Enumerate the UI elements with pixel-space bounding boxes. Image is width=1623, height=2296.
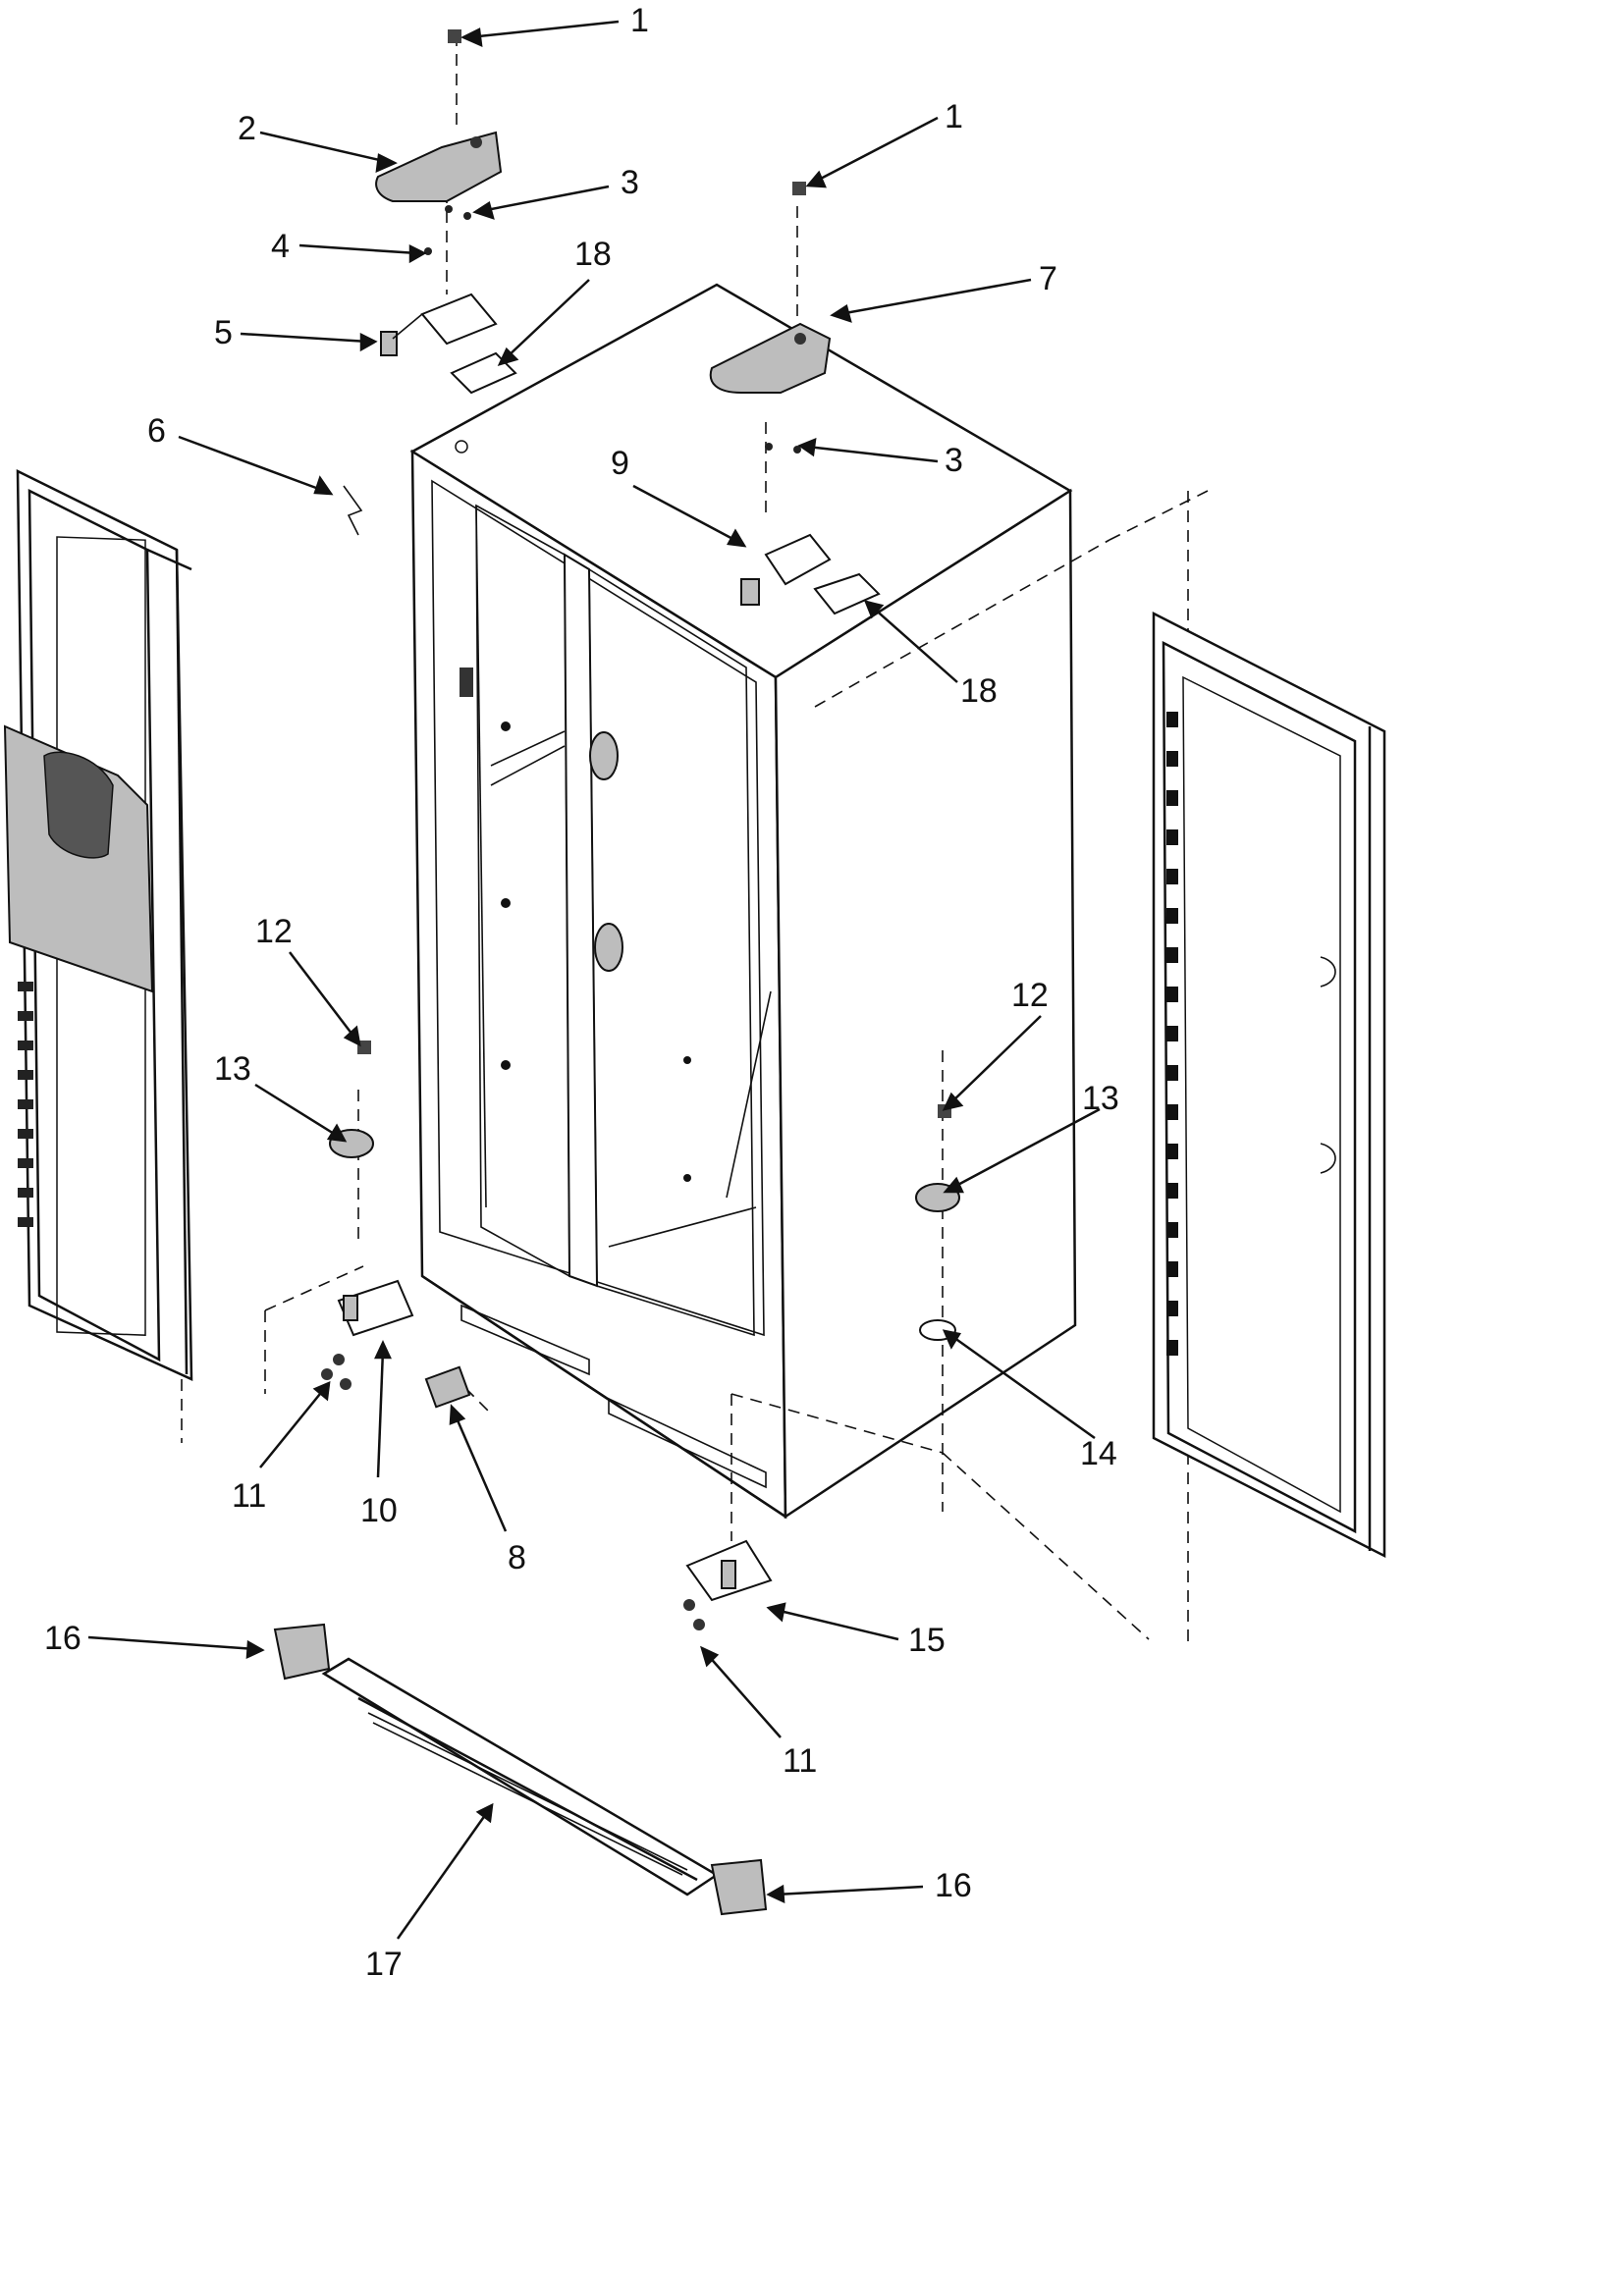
top-hinge-cover-right xyxy=(709,322,832,394)
callout-1-top-left-screw: 1 xyxy=(630,2,649,39)
callout-17-toe-grille: 17 xyxy=(365,1946,403,1983)
callout-16-grille-end-left: 16 xyxy=(44,1620,81,1657)
callout-12-left-screw: 12 xyxy=(255,913,293,950)
callout-13-left-stop: 13 xyxy=(214,1050,251,1088)
clip-part-6 xyxy=(343,485,363,536)
right-door-shelf-marks xyxy=(1166,712,1178,1356)
top-hinge-left xyxy=(380,293,498,356)
refrigerator-cabinet xyxy=(409,283,1077,1520)
top-hinge-cover-left xyxy=(375,131,503,202)
callout-13-right-stop: 13 xyxy=(1082,1080,1119,1117)
callout-7-top-hinge-cover-right: 7 xyxy=(1039,260,1057,297)
right-door xyxy=(1152,611,1386,1559)
callout-9-top-hinge-right: 9 xyxy=(611,445,629,482)
callout-arrows xyxy=(87,20,1101,1940)
callout-18-shim-right: 18 xyxy=(960,672,998,710)
callout-8-spacer: 8 xyxy=(508,1539,526,1576)
left-door-shelf-marks xyxy=(18,982,33,1227)
callout-11-right-screws: 11 xyxy=(783,1742,817,1780)
callout-12-right-screw: 12 xyxy=(1011,977,1049,1014)
screws xyxy=(357,29,951,1118)
callout-3-right-screws: 3 xyxy=(945,442,963,479)
callout-10-bottom-hinge-left: 10 xyxy=(360,1492,398,1529)
callout-6-clip: 6 xyxy=(147,412,166,450)
callout-18-shim-left: 18 xyxy=(574,236,612,273)
callout-5-top-hinge-left: 5 xyxy=(214,314,233,351)
callout-3-left-screws: 3 xyxy=(621,164,639,201)
toe-grille xyxy=(273,1623,768,1916)
callout-4-screw: 4 xyxy=(271,228,290,265)
callout-1-top-right-screw: 1 xyxy=(945,98,963,135)
callout-labels: 1 2 3 4 5 18 1 7 3 9 18 6 12 13 12 13 14… xyxy=(44,2,1119,1983)
top-hinge-right xyxy=(740,533,832,606)
bottom-hinge-right xyxy=(683,1539,773,1630)
callout-16-grille-end-right: 16 xyxy=(935,1867,972,1904)
spacer-8 xyxy=(424,1365,471,1409)
callout-2-top-hinge-cover-left: 2 xyxy=(238,110,256,147)
callout-14-washer: 14 xyxy=(1080,1435,1117,1472)
bottom-hinge-left xyxy=(321,1279,414,1390)
callout-11-left-screws: 11 xyxy=(232,1477,266,1515)
callout-15-bottom-hinge-right: 15 xyxy=(908,1622,946,1659)
left-door xyxy=(3,468,193,1443)
